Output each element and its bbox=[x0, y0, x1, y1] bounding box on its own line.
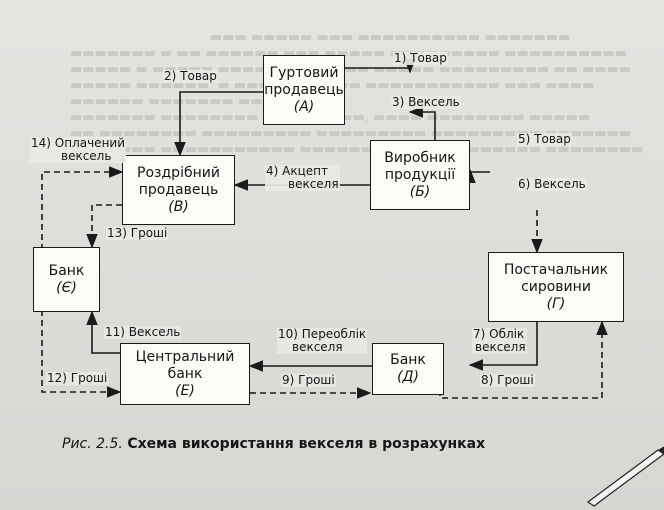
edge-label-1-num: 1) bbox=[394, 51, 407, 65]
edge-label-4-num: 4) bbox=[266, 164, 279, 178]
node-retailer: Роздрібний продавець (B) bbox=[122, 155, 235, 225]
edge-label-5-text: Товар bbox=[534, 132, 571, 146]
node-central-bank: Центральний банк (E) bbox=[120, 343, 250, 405]
arrow-2-goods bbox=[174, 91, 263, 157]
edge-label-4-text: Акцепт bbox=[282, 164, 328, 178]
edge-label-9: 9) Гроші bbox=[281, 374, 336, 387]
edge-label-2-num: 2) bbox=[164, 69, 177, 83]
node-raw-supplier-letter: (Г) bbox=[546, 295, 566, 312]
node-producer-line1: Виробник bbox=[384, 149, 456, 166]
node-retailer-line1: Роздрібний bbox=[137, 164, 220, 181]
node-central-bank-line2: банк bbox=[167, 365, 203, 382]
edge-label-9-num: 9) bbox=[282, 373, 295, 387]
node-bank-ye-letter: (Є) bbox=[56, 279, 77, 296]
edge-label-10-num: 10) bbox=[278, 327, 298, 341]
arrow-5-goods bbox=[464, 168, 490, 183]
node-bank-d: Банк (Д) bbox=[372, 343, 444, 395]
edge-label-11: 11) Вексель bbox=[104, 325, 182, 339]
edge-label-7-num: 7) bbox=[473, 327, 486, 341]
edge-label-4: 4) Акцепт векселя bbox=[265, 165, 340, 191]
edge-label-6-num: 6) bbox=[518, 177, 531, 191]
node-retailer-letter: (B) bbox=[168, 198, 189, 215]
edge-label-13: 13) Гроші bbox=[106, 226, 169, 240]
edge-label-3-text: Вексель bbox=[408, 95, 460, 109]
edge-label-14: 14) Оплачений вексель bbox=[30, 136, 127, 163]
node-wholesaler-line2: продавець bbox=[264, 81, 344, 98]
arrow-12-money bbox=[41, 310, 122, 398]
edge-label-14-text2: вексель bbox=[61, 149, 112, 163]
arrow-14-paid-bill bbox=[41, 166, 124, 250]
node-producer: Виробник продукції (Б) bbox=[370, 140, 470, 210]
arrow-7-discount bbox=[468, 318, 538, 371]
edge-label-4-text2: векселя bbox=[288, 177, 339, 191]
arrow-1-goods bbox=[345, 59, 416, 74]
edge-label-12-text: Гроші bbox=[70, 371, 108, 385]
edge-label-9-text: Гроші bbox=[298, 373, 335, 387]
edge-label-5-num: 5) bbox=[518, 132, 531, 146]
node-wholesaler-letter: (A) bbox=[293, 98, 315, 115]
edge-label-1-text: Товар bbox=[410, 51, 447, 65]
node-central-bank-letter: (E) bbox=[175, 382, 195, 399]
edge-label-12: 12) Гроші bbox=[46, 371, 109, 385]
node-central-bank-line1: Центральний bbox=[135, 348, 235, 365]
arrow-3-bill bbox=[408, 106, 436, 140]
node-wholesaler: Гуртовий продавець (A) bbox=[263, 55, 345, 125]
edge-label-8-text: Гроші bbox=[497, 373, 534, 387]
edge-label-7: 7) Облік векселя bbox=[472, 328, 527, 354]
edge-label-11-text: Вексель bbox=[128, 325, 181, 339]
edge-label-10-text: Переоблік bbox=[301, 327, 367, 341]
edge-label-2: 2) Товар bbox=[163, 70, 218, 83]
node-bank-ye: Банк (Є) bbox=[33, 247, 100, 312]
node-producer-letter: (Б) bbox=[409, 183, 431, 200]
figure-caption: Рис. 2.5. Схема використання векселя в р… bbox=[62, 436, 485, 452]
edge-label-13-text: Гроші bbox=[130, 226, 168, 240]
edge-label-7-text: Облік bbox=[489, 327, 525, 341]
node-wholesaler-line1: Гуртовий bbox=[269, 64, 339, 81]
edge-label-12-num: 12) bbox=[47, 371, 67, 385]
node-bank-ye-line1: Банк bbox=[48, 262, 85, 279]
edge-label-1: 1) Товар bbox=[393, 52, 448, 65]
edge-label-6: 6) Вексель bbox=[517, 178, 587, 191]
figure-caption-number: Рис. 2.5. bbox=[62, 436, 123, 452]
edge-label-7-text2: векселя bbox=[475, 340, 526, 354]
edge-label-14-text: Оплачений bbox=[54, 136, 126, 150]
arrow-11-bill bbox=[86, 310, 120, 354]
edge-label-3-num: 3) bbox=[392, 95, 405, 109]
node-bank-d-line1: Банк bbox=[390, 352, 426, 368]
node-producer-line2: продукції bbox=[384, 166, 456, 183]
edge-label-8: 8) Гроші bbox=[480, 374, 535, 387]
edge-label-14-num: 14) bbox=[31, 136, 51, 150]
figure-caption-text: Схема використання векселя в розрахунках bbox=[127, 436, 486, 452]
edge-label-11-num: 11) bbox=[105, 325, 125, 339]
arrow-13-money bbox=[86, 204, 122, 249]
edge-label-13-num: 13) bbox=[107, 226, 127, 240]
edge-label-6-text: Вексель bbox=[534, 177, 586, 191]
node-raw-supplier-line2: сировини bbox=[521, 278, 591, 295]
node-bank-d-letter: (Д) bbox=[397, 369, 419, 385]
edge-label-10: 10) Переоблік векселя bbox=[277, 327, 368, 354]
pen-tip-image bbox=[586, 446, 664, 507]
node-raw-supplier-line1: Постачальник bbox=[503, 261, 609, 278]
node-retailer-line2: продавець bbox=[138, 181, 219, 198]
node-raw-supplier: Постачальник сировини (Г) bbox=[488, 252, 624, 322]
edge-label-8-num: 8) bbox=[481, 373, 494, 387]
edge-label-2-text: Товар bbox=[180, 69, 217, 83]
edge-label-5: 5) Товар bbox=[517, 133, 572, 146]
edge-label-3: 3) Вексель bbox=[391, 96, 461, 109]
edge-label-10-text2: векселя bbox=[292, 340, 343, 354]
